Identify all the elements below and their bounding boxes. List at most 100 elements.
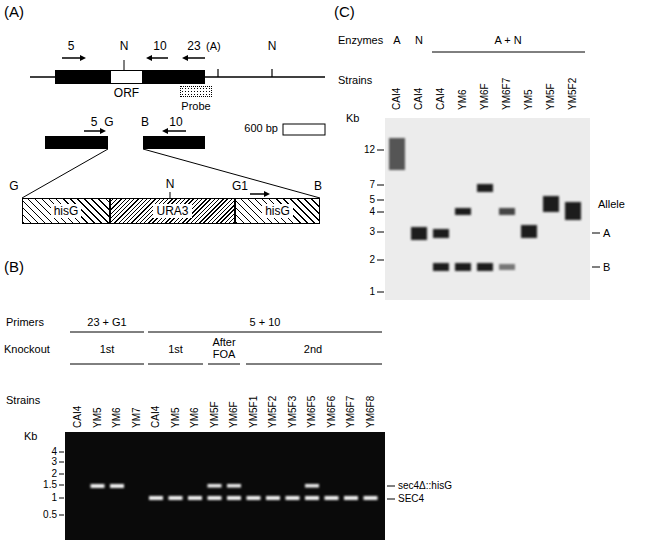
southern-blot [455, 208, 471, 215]
primer-name: 10 [153, 40, 166, 54]
primer-arrow [168, 130, 186, 132]
group-bracket-line [208, 364, 240, 365]
enzyme-name: N [415, 34, 423, 47]
strain-name: YM6 [189, 407, 201, 428]
group-bracket-line [148, 364, 203, 365]
axis-unit: Kb [346, 112, 359, 125]
enzyme-name: A [393, 34, 400, 47]
strain-name: CAI4 [72, 406, 84, 428]
primer-pair: 5 + 10 [250, 316, 281, 329]
strain-name: YM5F2 [567, 78, 579, 110]
pcr-gel [59, 452, 64, 453]
primer-pair: 23 + G1 [87, 316, 126, 329]
strain-name: YM6F7 [345, 396, 357, 428]
size-marker: 4 [369, 206, 375, 218]
site-letter: (A) [206, 40, 221, 53]
axis-unit: Kb [24, 430, 37, 443]
box-label: ORF [114, 86, 139, 100]
strain-name: YM6F5 [306, 396, 318, 428]
pcr-gel [91, 484, 378, 500]
band-label: Allele [598, 198, 625, 211]
southern-blot [377, 232, 384, 233]
southern-blot [433, 229, 449, 238]
primer-arrow [84, 130, 100, 132]
panel-letter: (C) [334, 3, 355, 20]
strain-name: YM5F3 [287, 396, 299, 428]
group-label: 1st [100, 343, 115, 356]
primer-name: 5 [91, 116, 98, 130]
primer-name: 5 [68, 40, 75, 54]
site-letter: N [268, 40, 277, 54]
size-marker: 3 [369, 226, 375, 238]
orf-box: ORF [110, 70, 143, 84]
primer-name: 10 [169, 116, 182, 130]
row-heading: Primers [6, 316, 44, 329]
band-label: sec4Δ::hisG [398, 480, 452, 492]
strain-name: YM6F6 [326, 396, 338, 428]
southern-blot [477, 184, 493, 192]
southern-blot [377, 212, 384, 213]
deletion-construct [283, 124, 325, 135]
pcr-gel [305, 496, 319, 500]
panel-letter: (A) [4, 3, 24, 20]
strain-name: YM5F [545, 83, 557, 110]
panel-letter: (B) [4, 258, 24, 275]
row-heading: Knockout [4, 343, 50, 356]
pcr-gel [247, 496, 261, 500]
southern-blot [385, 118, 590, 300]
southern-blot [377, 292, 384, 293]
ura3-marker: URA3 [110, 198, 235, 224]
box-label: URA3 [153, 204, 191, 218]
pcr-gel [325, 496, 339, 500]
pcr-gel [305, 484, 319, 488]
pcr-gel [227, 496, 241, 500]
size-marker: 12 [364, 144, 375, 156]
hisg-repeat: hisG [22, 198, 110, 224]
strain-name: YM5 [170, 407, 182, 428]
pcr-gel [59, 452, 395, 515]
gene-map [143, 70, 205, 84]
southern-blot [499, 264, 515, 270]
pcr-gel [59, 498, 64, 499]
primer-arrow [162, 128, 168, 134]
group-bracket-line [148, 332, 382, 333]
group-bracket-line [70, 332, 144, 333]
row-heading: Enzymes [338, 34, 383, 47]
southern-blot [592, 233, 600, 234]
strain-name: YM5F2 [267, 396, 279, 428]
primer-arrow [80, 55, 86, 61]
site-letter: G [104, 116, 113, 130]
pcr-gel [344, 496, 358, 500]
strain-name: YM5F [209, 401, 221, 428]
scale-label: 600 bp [244, 122, 278, 135]
pcr-gel [65, 432, 385, 540]
size-marker: 1 [369, 286, 375, 298]
strain-name: YM6F8 [365, 396, 377, 428]
size-marker: 7 [369, 179, 375, 191]
southern-blot [377, 118, 600, 300]
southern-blot [411, 227, 427, 240]
pcr-gel [59, 432, 395, 540]
size-marker: 1.5 [43, 479, 57, 491]
box-label: hisG [51, 204, 82, 218]
southern-blot [477, 263, 493, 271]
gene-map [271, 69, 272, 77]
primer-arrow [264, 191, 270, 197]
primer-name: 23 [187, 40, 200, 54]
row-heading: Strains [6, 394, 40, 407]
pcr-gel [59, 474, 64, 475]
strain-name: YM6 [111, 407, 123, 428]
deletion-construct [22, 124, 325, 198]
site-letter: B [141, 116, 149, 130]
pcr-gel [91, 484, 105, 488]
strain-name: YM6F [479, 83, 491, 110]
primer-arrow [250, 193, 264, 195]
strain-name: CAI4 [391, 88, 403, 110]
group-bracket-line [246, 364, 382, 365]
size-marker: 2 [51, 468, 57, 480]
southern-blot [565, 202, 581, 220]
size-marker: 2 [369, 254, 375, 266]
strain-name: YM5F1 [248, 396, 260, 428]
size-marker: 1 [51, 492, 57, 504]
